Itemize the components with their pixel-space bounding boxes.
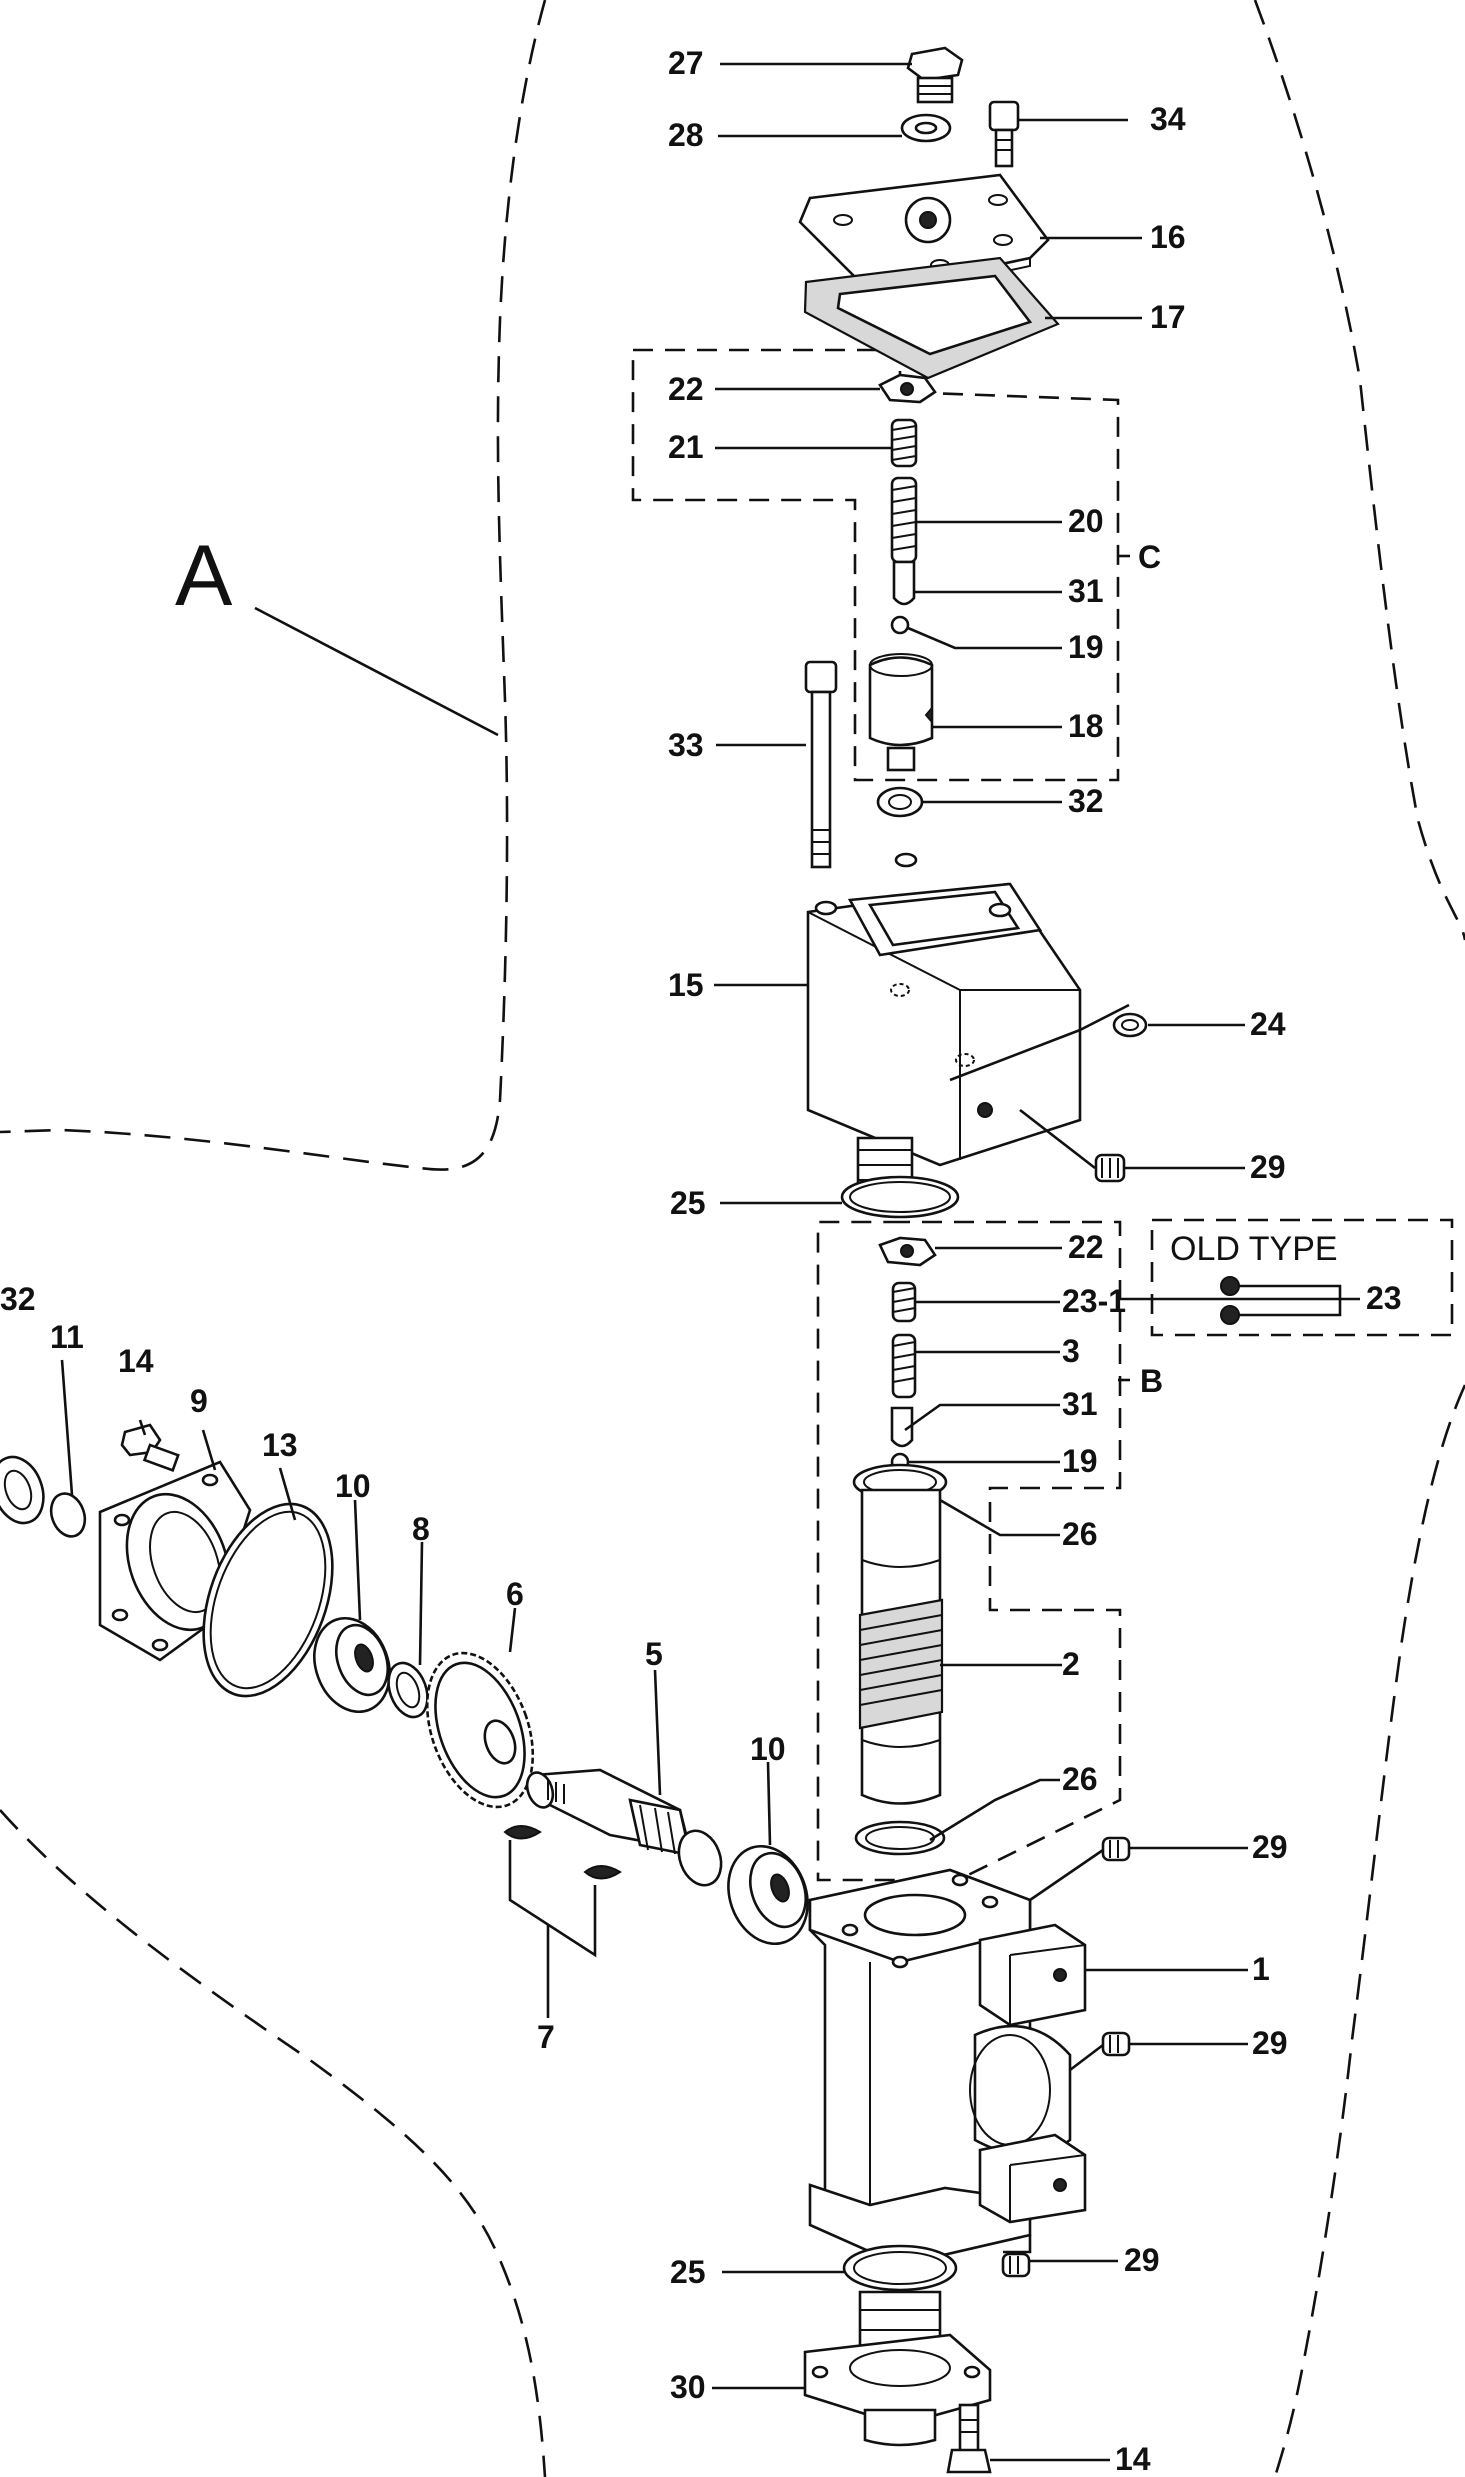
key-7-a (503, 1825, 542, 1840)
callout-29-a: 29 (1250, 1149, 1286, 1185)
callout-23-1: 23-1 (1062, 1283, 1126, 1319)
spring-23-1 (891, 1281, 917, 1323)
callout-31-upper: 31 (1068, 573, 1104, 609)
callout-22-upper: 22 (668, 371, 704, 407)
nut-22-lower (878, 1236, 937, 1267)
callout-16: 16 (1150, 219, 1186, 255)
nut-22-upper (878, 373, 937, 404)
callout-26-upper: 26 (1062, 1516, 1098, 1552)
snap-ring-11 (49, 1492, 87, 1538)
seal-26-lower (854, 1820, 946, 1856)
plug-29-a (1094, 1153, 1126, 1183)
pin-31-lower (890, 1406, 914, 1448)
callout-25-upper: 25 (670, 1185, 706, 1221)
callout-9: 9 (190, 1383, 208, 1419)
group-label-b: B (1140, 1363, 1163, 1399)
ring-8 (387, 1661, 429, 1719)
group-label-a: A (175, 528, 233, 624)
callout-29-b: 29 (1252, 1829, 1288, 1865)
old-type-parts (1220, 1276, 1240, 1325)
callout-labels: A C B OLD TYPE 27 28 34 16 17 22 21 20 3… (0, 45, 1402, 2477)
pin-31-upper (892, 560, 916, 606)
key-7-b (583, 1865, 622, 1880)
gasket-17 (803, 256, 1060, 380)
bearing-32-left (0, 1455, 45, 1525)
callout-15: 15 (668, 967, 704, 1003)
oring-24 (1112, 1012, 1148, 1038)
oring-25-upper (840, 1175, 960, 1219)
group-c-outline (631, 348, 1120, 782)
callout-32-right: 32 (1068, 783, 1104, 819)
bearing-cover-9 (98, 1460, 252, 1662)
callout-29-d: 29 (1124, 2242, 1160, 2278)
valve-body-18 (868, 653, 934, 772)
main-body-1 (808, 1868, 1087, 2267)
callout-19-lower: 19 (1062, 1443, 1098, 1479)
callout-24: 24 (1250, 1006, 1286, 1042)
spring-20 (890, 476, 918, 564)
washer-32-right (876, 786, 924, 818)
plug-29-c (1101, 2031, 1131, 2057)
bolt-14-lower (946, 2403, 992, 2474)
leader-lines (60, 62, 1360, 2462)
callout-34: 34 (1150, 101, 1186, 137)
oring-13 (202, 1502, 334, 1698)
bolt-27 (906, 46, 964, 104)
barrel-2 (858, 1488, 944, 1805)
callout-19-upper: 19 (1068, 629, 1104, 665)
washer-28 (900, 113, 952, 143)
bearing-10-left (313, 1616, 391, 1714)
callout-32-left: 32 (0, 1281, 36, 1317)
housing-15 (806, 852, 1082, 1202)
screw-34 (988, 100, 1020, 168)
callout-23: 23 (1366, 1280, 1402, 1316)
bearing-10-right (727, 1844, 809, 1946)
spring-21 (890, 418, 918, 468)
callout-25-lower: 25 (670, 2254, 706, 2290)
callout-10-left: 10 (335, 1468, 371, 1504)
callout-14-upper: 14 (118, 1343, 154, 1379)
oring-25-lower (842, 2244, 958, 2292)
group-b-outline (816, 1220, 1122, 1882)
callout-8: 8 (412, 1511, 430, 1547)
old-type-box (1150, 1218, 1454, 1337)
callout-26-lower: 26 (1062, 1761, 1098, 1797)
callout-2: 2 (1062, 1646, 1080, 1682)
gear-6 (425, 1651, 535, 1809)
callout-10-right: 10 (750, 1731, 786, 1767)
callout-1: 1 (1252, 1951, 1270, 1987)
callout-6: 6 (506, 1576, 524, 1612)
callout-3: 3 (1062, 1333, 1080, 1369)
plug-29-b (1101, 1836, 1131, 1862)
long-bolt-33 (804, 660, 838, 869)
callout-27: 27 (668, 45, 704, 81)
callout-31-lower: 31 (1062, 1386, 1098, 1422)
callout-20: 20 (1068, 503, 1104, 539)
callout-5: 5 (645, 1636, 663, 1672)
old-type-label: OLD TYPE (1170, 1230, 1338, 1268)
callout-7: 7 (537, 2019, 555, 2055)
callout-13: 13 (262, 1427, 298, 1463)
group-label-c: C (1138, 539, 1161, 575)
ball-19-upper (890, 615, 910, 635)
spring-3 (891, 1333, 917, 1399)
shaft-5 (525, 1768, 723, 1887)
callout-33: 33 (668, 727, 704, 763)
callout-28: 28 (668, 117, 704, 153)
callout-30: 30 (670, 2369, 706, 2405)
callout-29-c: 29 (1252, 2025, 1288, 2061)
bolt-14-upper (120, 1423, 180, 1472)
plug-29-d (1001, 2252, 1031, 2278)
callout-22-lower: 22 (1068, 1229, 1104, 1265)
callout-11: 11 (50, 1319, 84, 1355)
callout-18: 18 (1068, 708, 1104, 744)
callout-17: 17 (1150, 299, 1186, 335)
callout-21: 21 (668, 429, 704, 465)
callout-14-lower: 14 (1115, 2441, 1151, 2477)
flange-30 (803, 2290, 992, 2447)
